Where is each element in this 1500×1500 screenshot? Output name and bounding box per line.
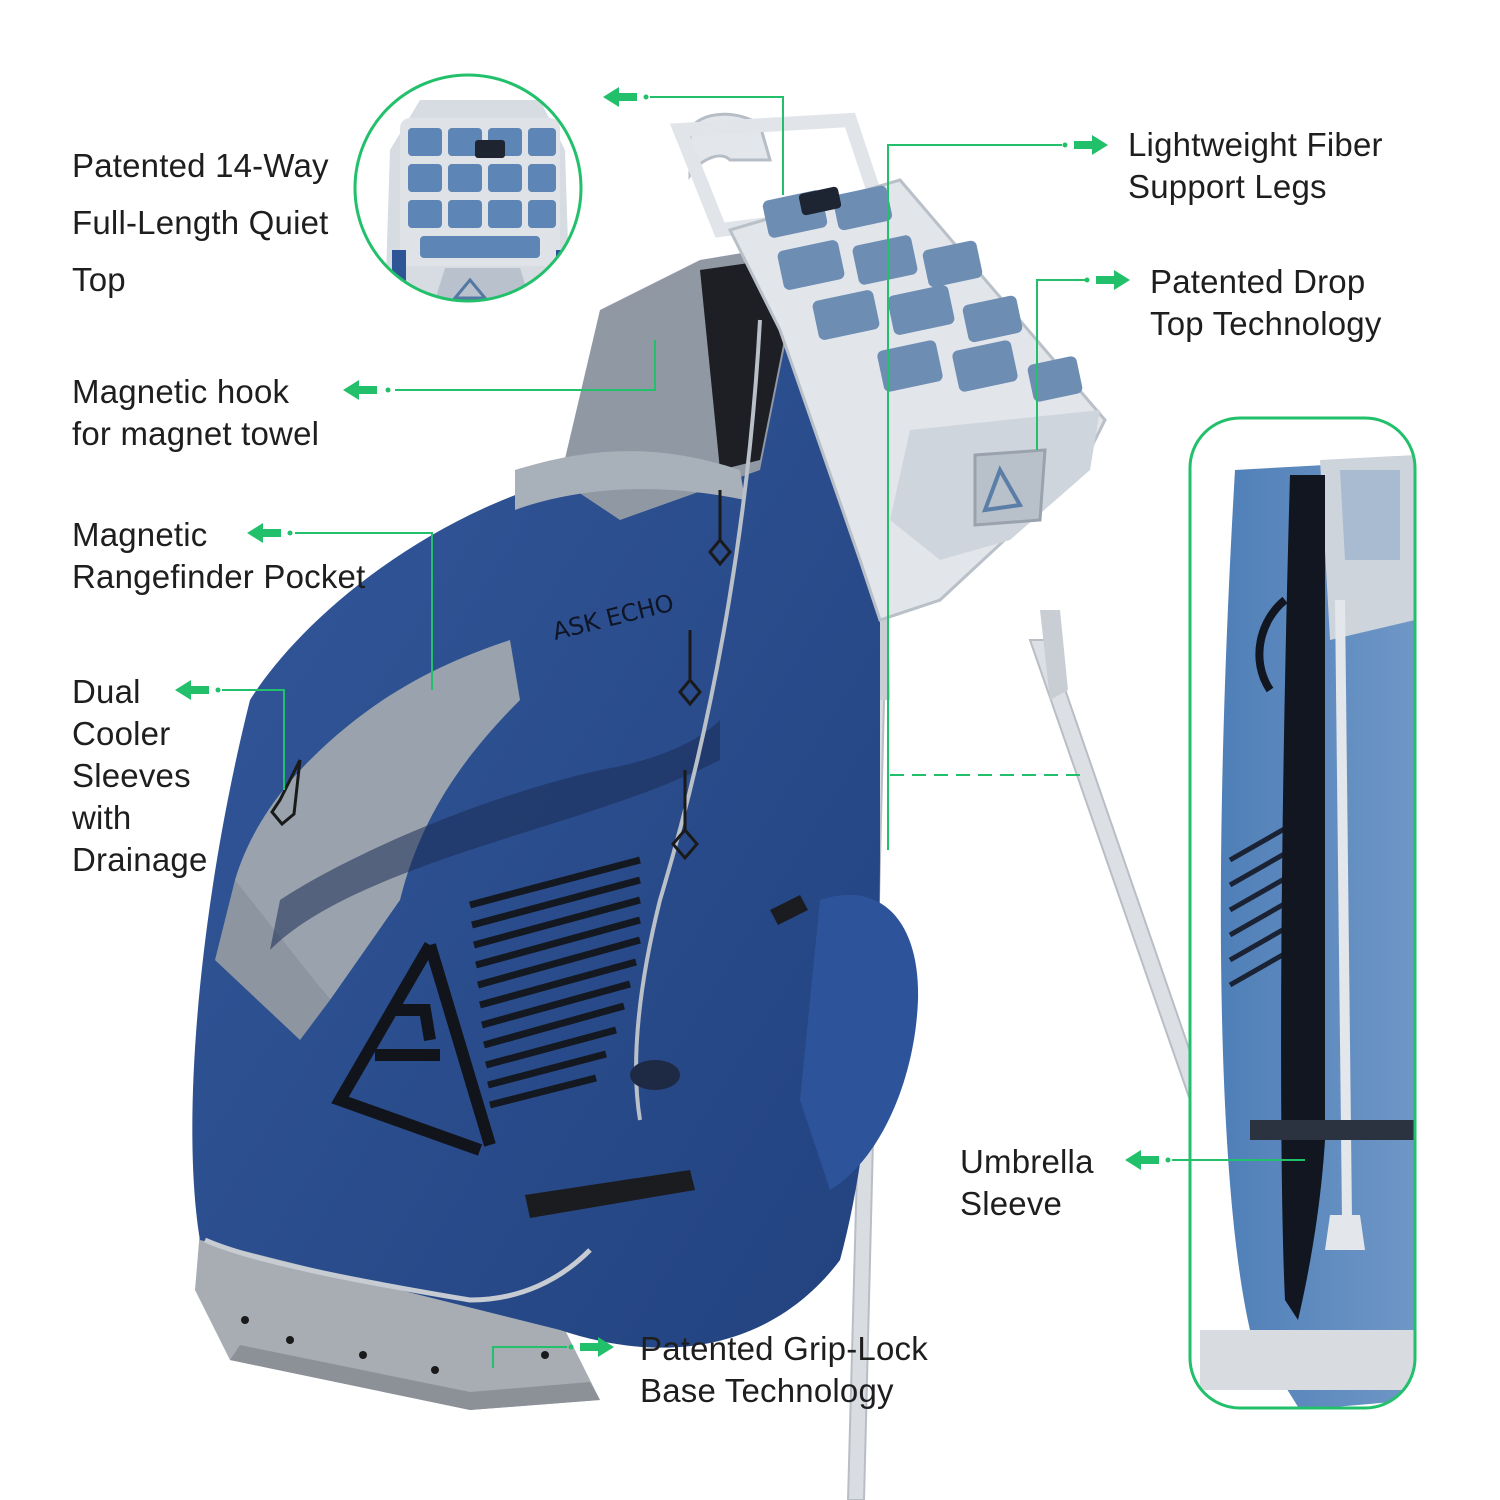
callout-support-legs: Lightweight Fiber Support Legs <box>1128 124 1383 208</box>
bag-top <box>669 112 1107 622</box>
callout-line: Rangefinder Pocket <box>72 558 366 595</box>
callout-line: Drainage <box>72 841 208 878</box>
callout-drop-top: Patented Drop Top Technology <box>1150 261 1382 345</box>
callout-line: Magnetic hook <box>72 373 290 410</box>
callout-rangefinder-pocket: Magnetic Rangefinder Pocket <box>72 514 365 598</box>
callout-line: Magnetic <box>72 516 208 553</box>
callout-line: with <box>72 799 132 836</box>
callout-cooler-sleeves: Dual Cooler Sleeves with Drainage <box>72 671 208 881</box>
callout-line: Umbrella <box>960 1143 1094 1180</box>
callout-line: Cooler <box>72 715 171 752</box>
golf-bag: ASK ECHO <box>192 250 919 1410</box>
callout-lines <box>222 96 1305 1368</box>
callout-line: Patented 14-Way <box>72 147 329 184</box>
callout-line: Patented Grip-Lock <box>640 1330 928 1367</box>
callout-line: Lightweight Fiber <box>1128 126 1383 163</box>
callout-umbrella-sleeve: Umbrella Sleeve <box>960 1141 1094 1225</box>
callout-line: Patented Drop <box>1150 263 1366 300</box>
callout-line: Top <box>72 261 126 298</box>
callout-grip-lock-base: Patented Grip-Lock Base Technology <box>640 1328 928 1412</box>
callout-line: Dual <box>72 673 141 710</box>
callout-quiet-top: Patented 14-Way Full-Length Quiet Top <box>72 137 329 308</box>
quiet-top-inset <box>353 73 583 303</box>
callout-line: Sleeves <box>72 757 191 794</box>
callout-line: Base Technology <box>640 1372 894 1409</box>
callout-line: Sleeve <box>960 1185 1063 1222</box>
callout-line: Full-Length Quiet <box>72 204 329 241</box>
callout-line: for magnet towel <box>72 415 320 452</box>
callout-line: Top Technology <box>1150 305 1382 342</box>
umbrella-sleeve-inset <box>1188 416 1417 1410</box>
callout-magnetic-hook: Magnetic hook for magnet towel <box>72 371 319 455</box>
callout-line: Support Legs <box>1128 168 1327 205</box>
callout-arrows <box>175 87 1171 1357</box>
